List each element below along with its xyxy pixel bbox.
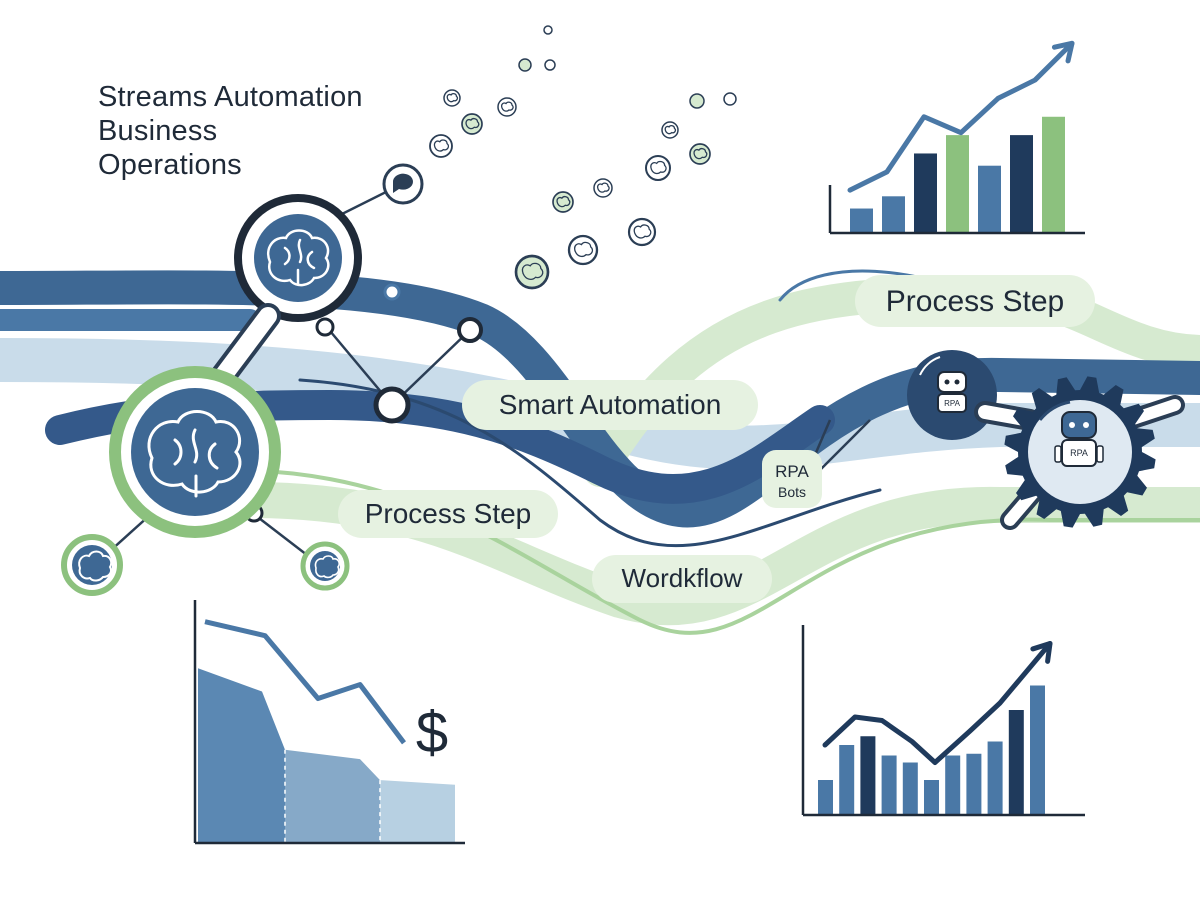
bar — [924, 780, 939, 815]
robot-icon: RPA — [937, 371, 967, 413]
brain-icon — [465, 117, 480, 130]
brain-bubble — [514, 254, 550, 290]
brain-icon — [574, 241, 594, 258]
label-process-step-mid: Process Step — [338, 490, 558, 538]
dollar-icon: $ — [416, 700, 448, 765]
brain-icon — [664, 125, 676, 135]
bar — [966, 753, 982, 815]
brain-bubbles-cluster — [429, 25, 737, 290]
brain-icon — [556, 195, 571, 208]
bar — [1008, 710, 1024, 815]
brain-icon — [147, 410, 242, 498]
area-segment — [285, 749, 380, 843]
brain-bubble — [543, 25, 553, 35]
bar — [1042, 116, 1065, 233]
bar — [1010, 135, 1033, 233]
svg-text:Process Step: Process Step — [365, 498, 532, 529]
bar — [839, 745, 855, 815]
brain-badge-small-right — [300, 541, 350, 591]
brain-bubble — [723, 92, 737, 106]
trend-line — [847, 40, 1075, 193]
brain-icon — [633, 224, 652, 239]
robot-node-small: RPA — [907, 350, 997, 440]
chat-bubble-icon — [392, 173, 413, 193]
brain-icon — [314, 555, 340, 579]
brain-icon — [433, 139, 450, 152]
bar — [978, 165, 1001, 233]
bar — [818, 780, 833, 815]
brain-bubble — [627, 217, 657, 247]
chart-growth-bars — [828, 40, 1085, 235]
brain-bubble — [689, 143, 711, 165]
brain-bubble — [497, 97, 517, 117]
brain-bubble — [645, 155, 671, 181]
gear-node: RPA — [1004, 376, 1156, 528]
bar — [850, 208, 873, 233]
brain-bubble — [429, 134, 453, 158]
brain-bubble — [443, 89, 461, 107]
svg-text:Smart Automation: Smart Automation — [499, 389, 722, 420]
bar — [1030, 685, 1045, 815]
robot-icon: RPA — [1054, 411, 1104, 467]
brain-bubble — [593, 178, 613, 198]
brain-bubble — [461, 113, 483, 135]
bar — [946, 135, 969, 233]
label-process-step-top: Process Step — [855, 275, 1095, 327]
brain-icon — [650, 160, 667, 175]
label-rpa-bots: RPA Bots — [762, 450, 822, 508]
brain-icon — [521, 262, 544, 280]
bar — [860, 736, 876, 815]
bar — [902, 762, 918, 815]
brain-bubble — [661, 121, 679, 139]
brain-bubble — [567, 234, 599, 266]
svg-text:Bots: Bots — [778, 484, 806, 500]
brain-icon — [446, 93, 458, 103]
label-workflow: Wordkflow — [592, 555, 772, 603]
brain-bubble — [689, 93, 705, 109]
trend-arrow-icon — [1030, 641, 1053, 664]
brain-icon — [78, 550, 113, 582]
brain-bubble — [518, 58, 532, 72]
chat-bubble-node — [382, 163, 424, 205]
bar — [882, 196, 905, 233]
brain-icon — [597, 182, 610, 193]
bar — [914, 153, 937, 233]
brain-bubble — [552, 191, 574, 213]
robot-badge-text: RPA — [944, 399, 961, 408]
stream-thin-navy — [298, 378, 882, 548]
title-line-2: Business — [98, 115, 218, 147]
brain-bubble — [544, 59, 556, 71]
chart-growth-bars-trend — [801, 625, 1085, 817]
bar — [945, 755, 961, 815]
area-segment — [198, 668, 285, 843]
brain-hub-left — [109, 366, 281, 538]
brain-icon — [693, 147, 708, 160]
svg-text:RPA: RPA — [775, 462, 809, 481]
bar — [881, 755, 897, 815]
area-segment — [380, 780, 455, 843]
brain-icon — [501, 101, 514, 112]
trend-line — [204, 619, 406, 745]
brain-badge-small-left — [61, 534, 123, 596]
robot-badge-text: RPA — [1070, 448, 1088, 458]
brain-hub-top — [234, 194, 362, 322]
trend-arrow-icon — [1051, 40, 1075, 64]
title-line-1: Streams Automation — [98, 81, 363, 113]
chart-cost-decline — [193, 600, 465, 845]
svg-text:Wordkflow: Wordkflow — [622, 563, 743, 593]
title-line-3: Operations — [98, 149, 242, 181]
brain-icon — [267, 229, 330, 287]
label-smart-automation: Smart Automation — [462, 380, 758, 430]
trend-line — [822, 641, 1053, 765]
svg-text:Process Step: Process Step — [886, 285, 1064, 318]
bar — [987, 741, 1003, 815]
